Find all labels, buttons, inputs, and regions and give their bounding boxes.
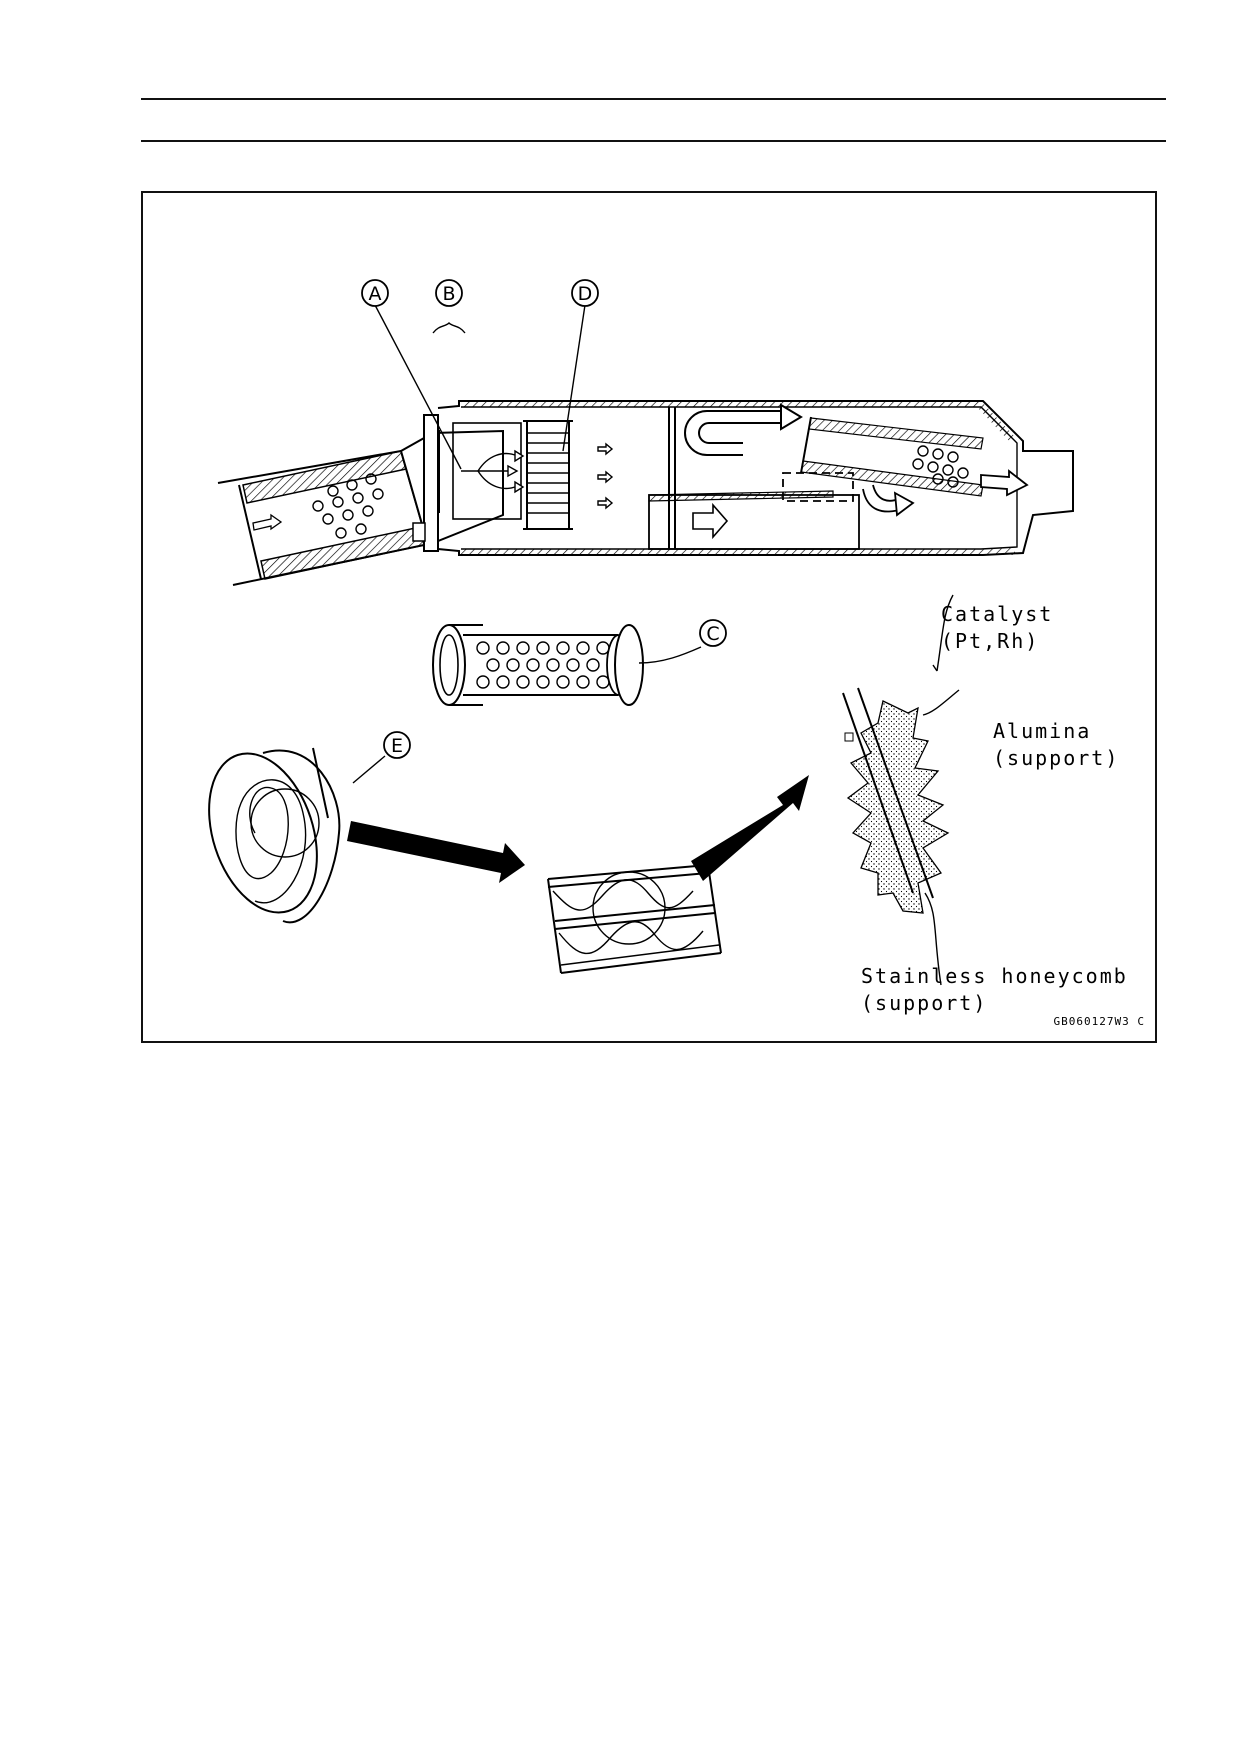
inlet-pipe (217, 450, 429, 586)
label-alumina-support: (support) (993, 746, 1119, 770)
catalyst-layer-detail (842, 687, 950, 914)
catalyst-element-d (523, 420, 573, 530)
leader-lines (352, 304, 960, 986)
perforated-cylinder-c (432, 624, 644, 706)
outlet-pipe (800, 416, 1029, 517)
svg-text:C: C (706, 623, 719, 645)
figure-frame: A B D C E Catalyst (Pt,Rh) Alumina (supp… (141, 191, 1157, 1043)
spiral-roll-e (208, 747, 341, 924)
lower-pipe (648, 490, 860, 550)
svg-text:D: D (578, 283, 593, 305)
callout-e: E (383, 731, 411, 759)
muffler-cross-section (217, 400, 1074, 586)
muffler-shell (437, 400, 1074, 556)
label-stainless-support: (support) (861, 991, 987, 1015)
figure-code: GB060127W3 C (1054, 1015, 1145, 1028)
inlet-perforations (312, 473, 384, 539)
callout-c: C (699, 619, 727, 647)
catalytic-converter-diagram: A B D C E Catalyst (Pt,Rh) Alumina (supp… (208, 279, 1145, 1028)
header-rule-top (141, 98, 1166, 100)
svg-text:B: B (442, 283, 455, 305)
cylinder-perforations (476, 641, 610, 689)
callout-d: D (571, 279, 599, 307)
callout-a: A (361, 279, 389, 307)
svg-text:E: E (391, 735, 403, 757)
label-catalyst-metals: (Pt,Rh) (941, 629, 1039, 653)
chamber-flow-arrows (597, 442, 614, 510)
header-rule-bottom (141, 140, 1166, 142)
callout-b: B (435, 279, 463, 307)
arrow-roll-to-section (347, 821, 525, 883)
flow-split-arrows (461, 449, 525, 494)
label-catalyst: Catalyst (941, 602, 1053, 626)
label-stainless-honeycomb: Stainless honeycomb (861, 964, 1128, 988)
arrow-section-to-detail (691, 775, 809, 881)
label-alumina: Alumina (993, 719, 1091, 743)
u-turn-arrow (684, 403, 803, 456)
corrugated-section (547, 864, 722, 974)
svg-text:A: A (369, 283, 382, 305)
